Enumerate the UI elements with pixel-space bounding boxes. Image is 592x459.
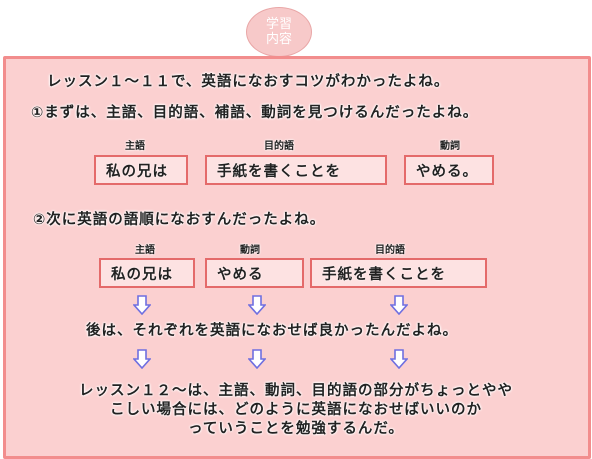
step1-box-verb: やめる。 bbox=[404, 155, 494, 185]
final-line3: っていうことを勉強するんだ。 bbox=[188, 421, 404, 437]
step2-box-verb: やめる bbox=[205, 258, 304, 288]
final-text: レッスン１２～は、主語、動詞、目的語の部分がちょっとやや こしい場合には、どのよ… bbox=[0, 382, 592, 439]
content-panel bbox=[3, 56, 591, 459]
step2-label-verb: 動詞 bbox=[240, 245, 260, 256]
down-arrow-icon bbox=[248, 349, 266, 369]
step1-box-subject: 私の兄は bbox=[94, 155, 188, 185]
step1-label-subject: 主語 bbox=[125, 141, 145, 152]
content-badge: 学習 内容 bbox=[246, 7, 312, 57]
down-arrow-icon bbox=[390, 349, 408, 369]
step1-heading: ①まずは、主語、目的語、補語、動詞を見つけるんだったよね。 bbox=[31, 105, 479, 121]
step2-heading: ②次に英語の語順になおすんだったよね。 bbox=[33, 212, 326, 228]
step2-label-subject: 主語 bbox=[135, 245, 155, 256]
step1-box-object: 手紙を書くことを bbox=[205, 155, 387, 185]
final-line1: レッスン１２～は、主語、動詞、目的語の部分がちょっとやや bbox=[79, 383, 513, 399]
step1-label-verb: 動詞 bbox=[440, 141, 460, 152]
step2-box-subject: 私の兄は bbox=[99, 258, 195, 288]
badge-line2: 内容 bbox=[265, 32, 292, 47]
step2-box-object: 手紙を書くことを bbox=[310, 258, 487, 288]
down-arrow-icon bbox=[248, 295, 266, 315]
down-arrow-icon bbox=[133, 349, 151, 369]
intro-text: レッスン１～１１で、英語になおすコツがわかったよね。 bbox=[47, 74, 450, 90]
badge-line1: 学習 bbox=[265, 17, 292, 32]
down-arrow-icon bbox=[390, 295, 408, 315]
step2-label-object: 目的語 bbox=[375, 245, 405, 256]
down-arrow-icon bbox=[133, 295, 151, 315]
after-text: 後は、それぞれを英語になおせば良かったんだよね。 bbox=[86, 323, 458, 339]
final-line2: こしい場合には、どのように英語になおせばいいのか bbox=[110, 402, 482, 418]
step1-label-object: 目的語 bbox=[264, 141, 294, 152]
